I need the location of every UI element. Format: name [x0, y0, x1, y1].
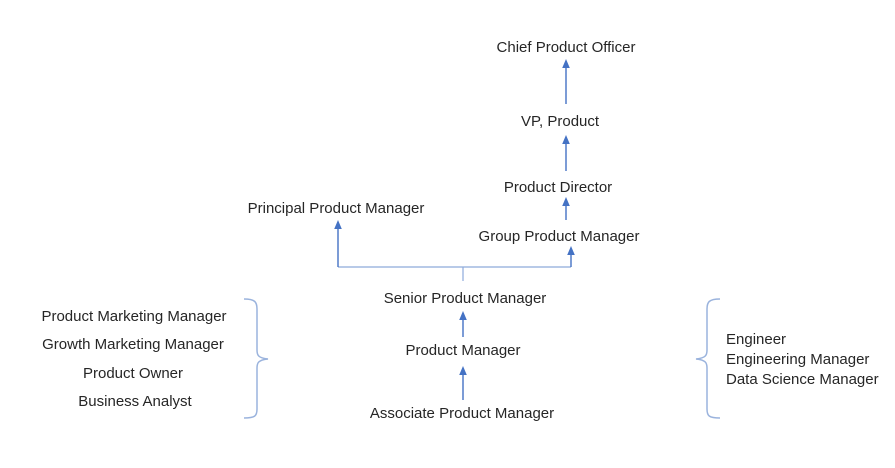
- role-label-principal-product-manager: Principal Product Manager: [247, 200, 425, 217]
- list-item: Growth Marketing Manager: [42, 336, 224, 353]
- role-label-group-product-manager: Group Product Manager: [478, 228, 640, 245]
- arrow-gpm-to-director: [562, 197, 570, 220]
- arrow-senior-to-principal: [334, 220, 342, 267]
- role-label-product-manager: Product Manager: [405, 342, 521, 359]
- list-item: Data Science Manager: [726, 371, 879, 388]
- arrow-vp-to-cpo: [562, 59, 570, 104]
- arrow-director-to-vp: [562, 135, 570, 171]
- brace-left: [243, 298, 269, 419]
- role-label-senior-product-manager: Senior Product Manager: [383, 290, 547, 307]
- list-item: Product Owner: [82, 365, 184, 382]
- arrow-apm-to-pm: [459, 366, 467, 400]
- role-label-associate-product-manager: Associate Product Manager: [369, 405, 555, 422]
- list-item: Engineering Manager: [726, 351, 870, 368]
- brace-right: [695, 298, 721, 419]
- role-label-vp-product: VP, Product: [520, 113, 600, 130]
- list-item: Product Marketing Manager: [41, 308, 227, 325]
- arrow-pm-to-senior: [459, 311, 467, 337]
- list-item: Business Analyst: [78, 393, 192, 410]
- role-label-product-director: Product Director: [503, 179, 613, 196]
- list-item: Engineer: [726, 331, 787, 348]
- role-label-chief-product-officer: Chief Product Officer: [496, 39, 636, 56]
- arrow-senior-to-gpm: [567, 246, 575, 267]
